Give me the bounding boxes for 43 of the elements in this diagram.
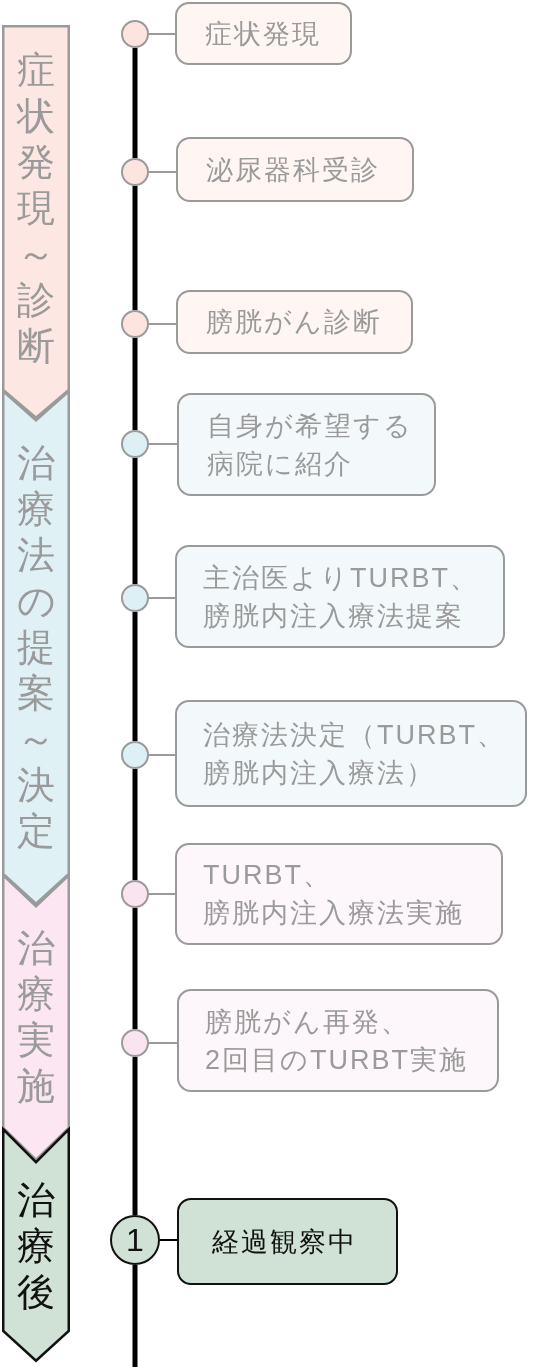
event-card: 泌尿器科受診 bbox=[176, 137, 414, 202]
event-card: TURBT、膀胱内注入療法実施 bbox=[175, 843, 503, 945]
number-circle: 1 bbox=[110, 1215, 160, 1265]
phase-label: 治療実施 bbox=[17, 925, 55, 1109]
phase-label: 症状発現～診断 bbox=[17, 47, 55, 369]
connector-line bbox=[148, 1042, 178, 1044]
timeline-dot bbox=[121, 880, 149, 908]
timeline-dot bbox=[121, 1029, 149, 1057]
event-card: 主治医よりTURBT、膀胱内注入療法提案 bbox=[175, 545, 505, 648]
event-card: 症状発現 bbox=[175, 2, 352, 65]
timeline-dot bbox=[121, 310, 149, 338]
timeline-line bbox=[132, 338, 138, 430]
event-card: 自身が希望する病院に紹介 bbox=[177, 393, 436, 496]
connector-line bbox=[148, 33, 176, 35]
phase-band bbox=[2, 25, 70, 419]
timeline-line bbox=[132, 186, 138, 310]
timeline-line bbox=[132, 612, 138, 741]
connector-line bbox=[148, 597, 176, 599]
timeline-line bbox=[132, 1057, 138, 1215]
timeline-line bbox=[132, 908, 138, 1029]
connector-line bbox=[159, 1239, 178, 1241]
timeline-dot bbox=[121, 158, 149, 186]
timeline-line bbox=[132, 48, 138, 158]
event-card: 治療法決定（TURBT、膀胱内注入療法） bbox=[175, 700, 527, 807]
event-card: 膀胱がん再発、2回目のTURBT実施 bbox=[177, 989, 499, 1092]
connector-line bbox=[148, 323, 177, 325]
phase-band bbox=[2, 390, 70, 905]
connector-line bbox=[148, 754, 176, 756]
timeline-line bbox=[132, 458, 138, 584]
phase-label: 治療後 bbox=[17, 1178, 55, 1315]
timeline-dot bbox=[121, 584, 149, 612]
connector-line bbox=[148, 171, 177, 173]
timeline-dot bbox=[121, 741, 149, 769]
phase-band bbox=[2, 1128, 70, 1362]
timeline-dot bbox=[121, 20, 149, 48]
phase-label: 治療法の提案～決定 bbox=[17, 440, 55, 854]
timeline-dot bbox=[121, 430, 149, 458]
connector-line bbox=[148, 443, 178, 445]
event-card: 膀胱がん診断 bbox=[176, 290, 413, 354]
event-card: 経過観察中 bbox=[177, 1198, 398, 1285]
connector-line bbox=[148, 893, 176, 895]
timeline-line bbox=[132, 769, 138, 880]
timeline-line bbox=[132, 1265, 138, 1367]
